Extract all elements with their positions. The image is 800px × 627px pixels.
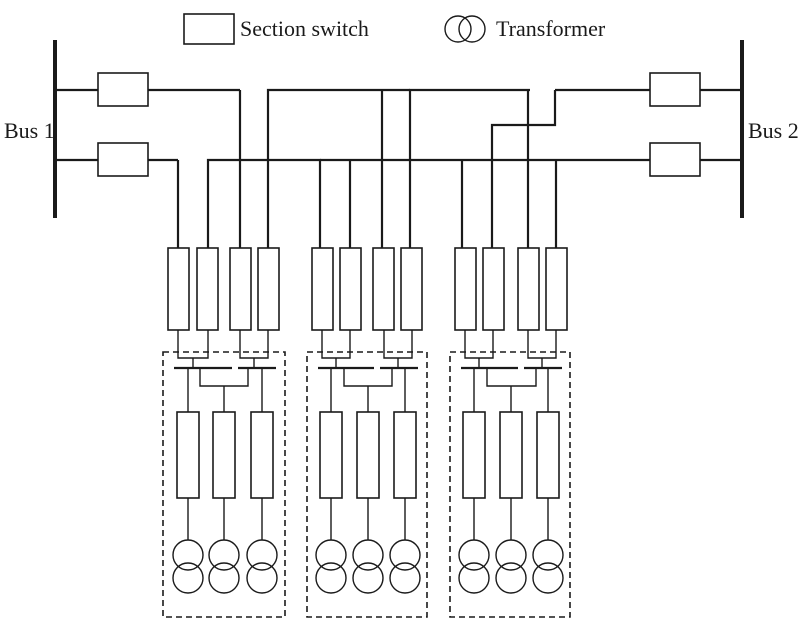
- substation-group-3: [449, 330, 571, 618]
- bus-2-lower-switch: [649, 142, 701, 177]
- incoming-switches: [167, 247, 568, 331]
- outgoing-switch: [462, 411, 486, 499]
- transformer-symbol: [389, 539, 421, 594]
- outgoing-switch: [176, 411, 200, 499]
- incoming-switch: [167, 247, 190, 331]
- transformer-symbol: [172, 539, 204, 594]
- incoming-switch: [372, 247, 395, 331]
- incoming-switch: [545, 247, 568, 331]
- transformer-symbol: [532, 539, 564, 594]
- incoming-switch: [196, 247, 219, 331]
- transformer-symbol: [458, 539, 490, 594]
- substation-boundary: [306, 351, 428, 618]
- feeder-wiring: [176, 88, 558, 248]
- transformer-symbol: [246, 539, 278, 594]
- incoming-switch: [257, 247, 280, 331]
- outgoing-switch: [356, 411, 380, 499]
- legend-switch-symbol: [183, 13, 235, 45]
- incoming-switch: [517, 247, 540, 331]
- incoming-switch: [229, 247, 252, 331]
- legend-transformer-symbol: [444, 15, 486, 43]
- transformer-symbol: [352, 539, 384, 594]
- incoming-switch: [311, 247, 334, 331]
- incoming-switch: [400, 247, 423, 331]
- bus-2-label: Bus 2: [748, 118, 799, 143]
- incoming-switch: [482, 247, 505, 331]
- bus-1-feeders: [55, 72, 240, 177]
- legend-transformer-label: Transformer: [496, 16, 606, 41]
- outgoing-switch: [212, 411, 236, 499]
- bus-1-label: Bus 1: [4, 118, 55, 143]
- bus-1-upper-switch: [97, 72, 149, 107]
- substation-boundary: [162, 351, 286, 618]
- incoming-switch: [339, 247, 362, 331]
- transformer-symbol: [495, 539, 527, 594]
- outgoing-switch: [393, 411, 417, 499]
- outgoing-switch: [250, 411, 274, 499]
- legend: Section switch Transformer: [183, 13, 606, 45]
- outgoing-switch: [499, 411, 523, 499]
- outgoing-switch: [319, 411, 343, 499]
- bus-2-upper-switch: [649, 72, 701, 107]
- substation-group-1: [162, 330, 286, 618]
- transformer-symbol: [208, 539, 240, 594]
- bus-2-feeders: [320, 72, 742, 177]
- substation-group-2: [306, 330, 428, 618]
- bus-1-lower-switch: [97, 142, 149, 177]
- substation-boundary: [449, 351, 571, 618]
- transformer-symbol: [315, 539, 347, 594]
- incoming-switch: [454, 247, 477, 331]
- outgoing-switch: [536, 411, 560, 499]
- legend-switch-label: Section switch: [240, 16, 369, 41]
